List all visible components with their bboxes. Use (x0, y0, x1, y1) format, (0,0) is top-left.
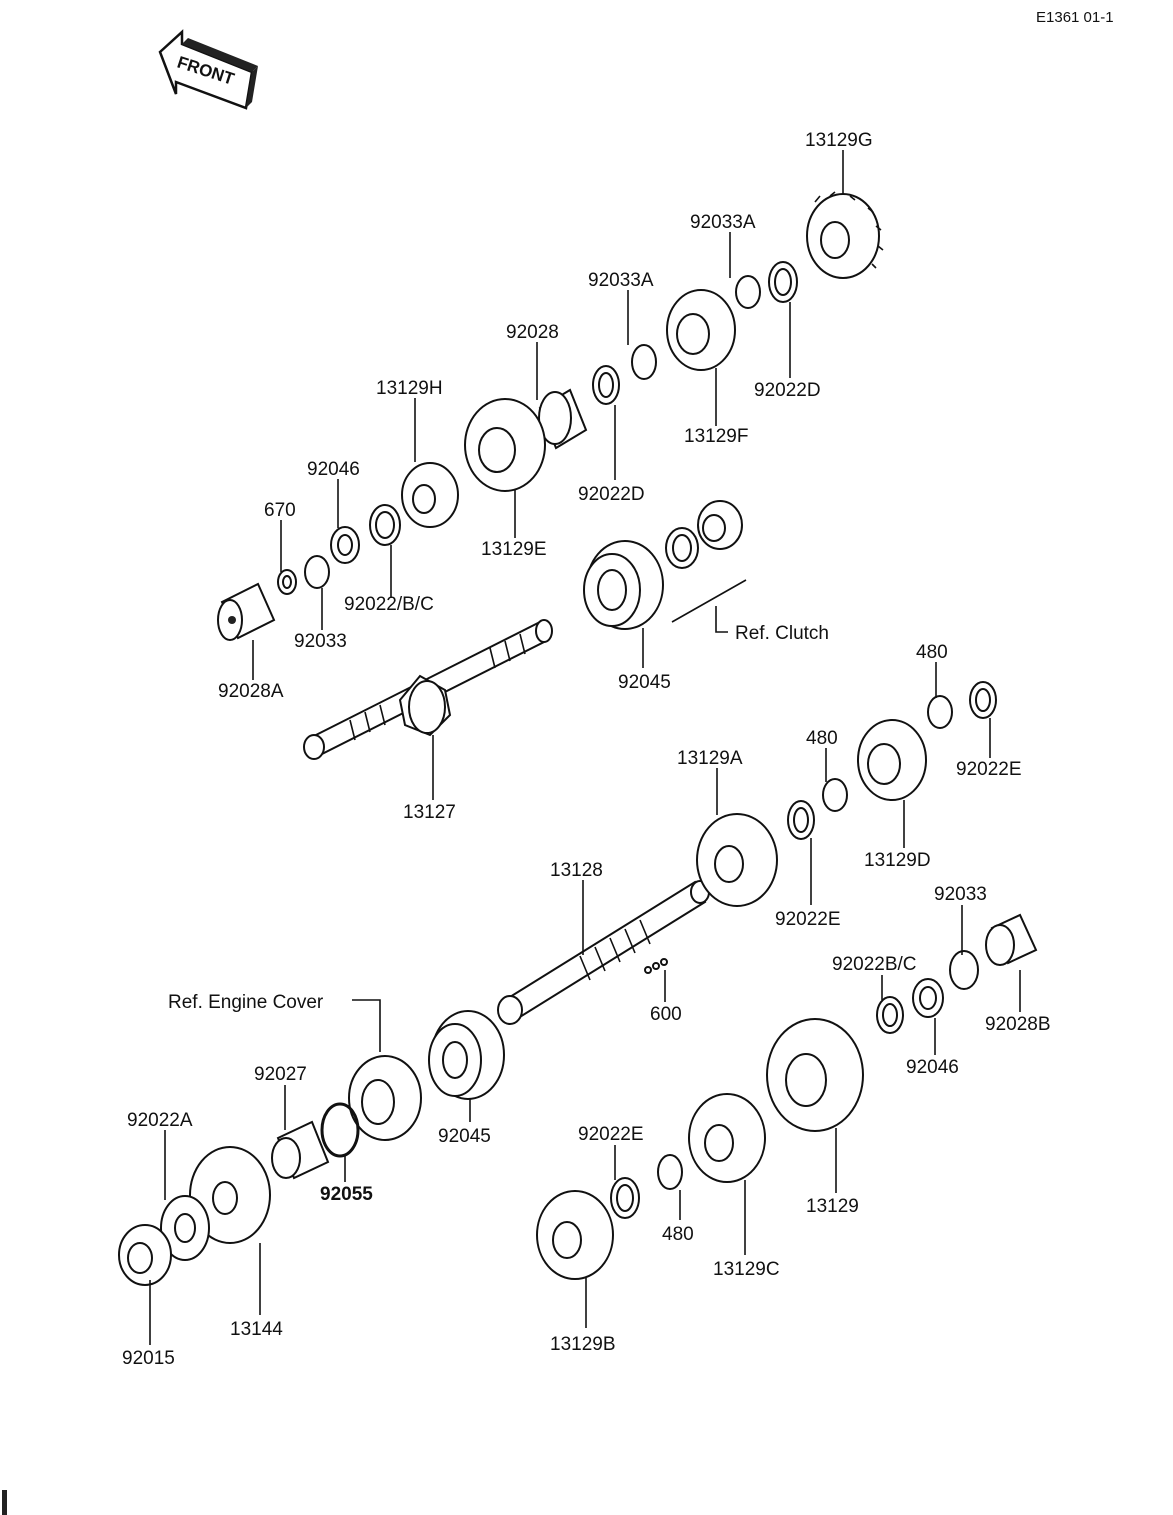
circlip-480-middle (822, 778, 848, 812)
label-670: 670 (264, 500, 296, 521)
label-92022A: 92022A (127, 1110, 193, 1131)
label-13128: 13128 (550, 860, 603, 881)
label-13129G: 13129G (805, 130, 873, 151)
washer-clutch-side (665, 527, 699, 569)
label-92022BC-upper: 92022/B/C (344, 594, 434, 615)
label-13129B: 13129B (550, 1334, 616, 1355)
label-13129E: 13129E (481, 539, 547, 560)
gear-13129F (666, 289, 736, 371)
washer-92022E-middle (787, 800, 815, 840)
label-13129H: 13129H (376, 378, 443, 399)
washer-92022BC-upper (369, 504, 401, 546)
circlip-480-lower (657, 1154, 683, 1190)
clutch-ref-line (671, 579, 747, 633)
o-ring-92055 (320, 1102, 360, 1158)
collar-92028A (217, 582, 276, 641)
ball-bearing-92045-upper (583, 540, 664, 630)
label-92028B: 92028B (985, 1014, 1051, 1035)
washer-92022E-upper (969, 681, 997, 719)
needle-bearing-92046-upper (330, 526, 360, 564)
page-edge-mark (2, 1490, 7, 1515)
label-92022E-lower: 92022E (578, 1124, 644, 1145)
label-92028A: 92028A (218, 681, 284, 702)
label-13129D: 13129D (864, 850, 931, 871)
label-92028: 92028 (506, 322, 559, 343)
label-13129C: 13129C (713, 1259, 780, 1280)
bushing-92028 (538, 388, 588, 450)
label-ref-engine-cover: Ref. Engine Cover (168, 992, 324, 1013)
label-92046-upper: 92046 (307, 459, 360, 480)
gear-13129C (688, 1093, 766, 1183)
label-92033-upper: 92033 (294, 631, 347, 652)
label-92033A-lower: 92033A (588, 270, 654, 291)
label-92022E-middle: 92022E (775, 909, 841, 930)
washer-92022A (160, 1195, 210, 1261)
engine-cover-seal (348, 1055, 422, 1141)
nut-92015 (118, 1224, 172, 1286)
washer-92022BC-lower (876, 996, 904, 1034)
washer-670 (277, 569, 297, 595)
label-92022E-upper: 92022E (956, 759, 1022, 780)
circlip-92033-upper (304, 555, 330, 589)
gear-13129D (857, 719, 927, 801)
ball-bearing-92045-lower (428, 1010, 505, 1100)
sprocket-13144 (189, 1146, 271, 1244)
gear-13129 (766, 1018, 864, 1132)
gear-13129G (806, 191, 884, 279)
label-92015: 92015 (122, 1348, 175, 1369)
needle-bearing-92046-lower (912, 978, 944, 1018)
nut-clutch-side (697, 500, 743, 550)
label-92022BC-lower: 92022B/C (832, 954, 917, 975)
label-92027: 92027 (254, 1064, 307, 1085)
circlip-92033A-upper (735, 275, 761, 309)
label-13127: 13127 (403, 802, 456, 823)
engine-cover-ref-line (352, 999, 381, 1052)
label-600: 600 (650, 1004, 682, 1025)
label-92022D-upper: 92022D (754, 380, 821, 401)
label-92033-lower: 92033 (934, 884, 987, 905)
label-92045-upper: 92045 (618, 672, 671, 693)
front-arrow-icon: FRONT (158, 29, 258, 110)
gear-13129E (464, 398, 546, 492)
input-shaft-13127 (303, 619, 553, 760)
output-shaft-13128 (497, 880, 710, 1025)
washer-92022D-lower (592, 365, 620, 405)
label-480-middle: 480 (806, 728, 838, 749)
washer-92022D-upper (768, 261, 798, 303)
label-13144: 13144 (230, 1319, 283, 1340)
collar-92027 (271, 1120, 330, 1180)
circlip-480-upper (927, 695, 953, 729)
circlip-92033-lower (949, 950, 979, 990)
label-92022D-lower: 92022D (578, 484, 645, 505)
label-92055: 92055 (320, 1184, 373, 1205)
label-480-upper: 480 (916, 642, 948, 663)
collar-92028B (985, 913, 1038, 966)
label-480-lower: 480 (662, 1224, 694, 1245)
gear-13129B (536, 1190, 614, 1280)
circlip-92033A-lower (631, 344, 657, 380)
label-92033A-upper: 92033A (690, 212, 756, 233)
label-13129: 13129 (806, 1196, 859, 1217)
gear-13129H (401, 462, 459, 528)
label-13129F: 13129F (684, 426, 748, 447)
diagram-code: E1361 01-1 (1036, 9, 1114, 26)
gear-13129A (696, 813, 778, 907)
label-92045-lower: 92045 (438, 1126, 491, 1147)
label-13129A: 13129A (677, 748, 743, 769)
label-92046-lower: 92046 (906, 1057, 959, 1078)
label-ref-clutch: Ref. Clutch (735, 623, 829, 644)
washer-92022E-lower (610, 1177, 640, 1219)
